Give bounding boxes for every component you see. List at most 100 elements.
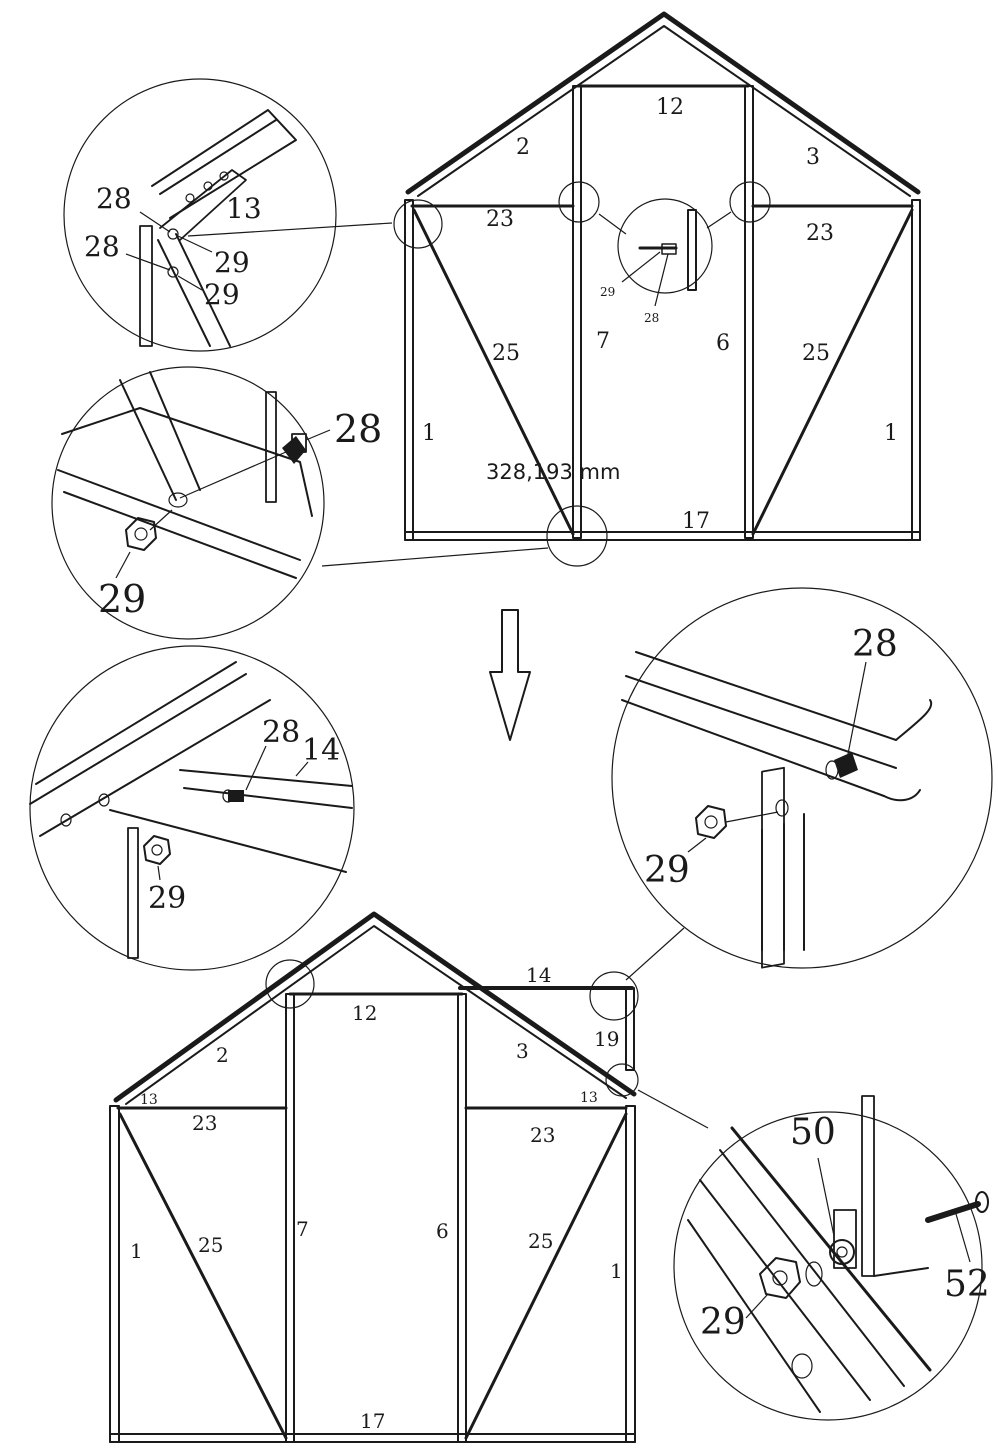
- label-23-left: 23: [486, 207, 514, 232]
- bolt-path: [179, 451, 287, 499]
- rail-edge: [159, 119, 277, 195]
- inset-post: [687, 209, 697, 291]
- nut-29: [695, 805, 727, 839]
- roof-rail-a: [35, 661, 237, 785]
- left-wall-post: [404, 199, 414, 541]
- label-25-left: 25: [492, 341, 520, 366]
- bolt-head: [825, 760, 839, 780]
- post: [265, 391, 277, 503]
- nut-hole: [151, 844, 163, 856]
- brace-25-left: [118, 1112, 288, 1440]
- callout-circle-right-mid: [605, 1063, 639, 1097]
- roof-rail-b: [29, 673, 247, 805]
- post: [139, 225, 153, 347]
- detail-circle: [63, 78, 337, 352]
- label-7: 7: [596, 329, 610, 354]
- leader: [187, 222, 393, 237]
- label-25-right: 25: [802, 341, 830, 366]
- door-post-6: [744, 85, 754, 539]
- label-28-a: 28: [96, 182, 132, 215]
- label-50: 50: [790, 1112, 836, 1153]
- bracket-13: [159, 169, 247, 241]
- hole: [60, 813, 72, 827]
- label-13-left: 13: [140, 1092, 158, 1108]
- label-29: 29: [148, 881, 186, 916]
- nut-hole: [134, 527, 148, 541]
- leader: [305, 429, 331, 441]
- side-rail-14b: [183, 787, 353, 809]
- side-rail-14: [179, 769, 353, 787]
- callout-circle-23-left: [558, 181, 600, 223]
- label-1-right: 1: [610, 1259, 623, 1283]
- rail-c: [621, 699, 885, 797]
- bolt-hole: [168, 492, 188, 508]
- label-19: 19: [594, 1027, 619, 1051]
- label-25-right: 25: [528, 1229, 553, 1253]
- roof-rail-b: [719, 1149, 905, 1387]
- leader: [955, 1213, 971, 1263]
- leader: [654, 253, 669, 307]
- label-13: 13: [226, 192, 262, 225]
- hole: [791, 1353, 813, 1379]
- label-1-left: 1: [130, 1239, 143, 1263]
- leader: [321, 547, 549, 567]
- label-28-b: 28: [84, 230, 120, 263]
- label-52: 52: [944, 1264, 990, 1305]
- roof-inner: [417, 25, 911, 197]
- brace: [149, 371, 201, 491]
- detail-circle: [29, 645, 355, 971]
- callout-circle-left: [265, 959, 315, 1009]
- bolt-28: [228, 790, 244, 802]
- post: [127, 827, 139, 959]
- label-17: 17: [360, 1409, 385, 1433]
- label-13-right: 13: [580, 1090, 598, 1106]
- down-arrow: [489, 609, 531, 741]
- left-wall-post: [109, 1105, 120, 1443]
- roof-rail-c: [39, 699, 271, 837]
- brace-25-left: [412, 208, 575, 536]
- hole: [219, 171, 229, 181]
- nut-hole: [704, 815, 718, 829]
- label-2: 2: [516, 135, 530, 160]
- door-post-7: [572, 85, 582, 539]
- label-29: 29: [700, 1302, 746, 1343]
- top-greenhouse-frame: 12 2 3 23 23 25 25 7 6 1 1 17 29 28 328,…: [187, 11, 921, 567]
- brace-25-right: [751, 208, 914, 536]
- leader: [177, 235, 213, 253]
- bolt-path: [725, 811, 779, 823]
- washer-50: [829, 1239, 855, 1265]
- label-3: 3: [806, 145, 820, 170]
- bolt-hole: [167, 266, 179, 278]
- roof-outer: [113, 911, 637, 1103]
- label-12: 12: [656, 95, 684, 120]
- bolt-52: [925, 1201, 981, 1223]
- leader: [139, 211, 171, 233]
- callout-circle-top-left: [393, 199, 443, 249]
- leader: [745, 1293, 769, 1319]
- label-29-a: 29: [214, 246, 250, 279]
- bolt-head: [222, 789, 234, 803]
- nut-hole: [772, 1270, 788, 1286]
- leader: [687, 837, 707, 853]
- leader: [598, 213, 627, 235]
- label-2: 2: [216, 1043, 229, 1067]
- hole: [203, 181, 213, 191]
- inset-label-28: 28: [644, 311, 659, 325]
- bolt-52-head: [975, 1191, 989, 1213]
- leader: [625, 927, 685, 981]
- label-3: 3: [516, 1039, 529, 1063]
- label-7: 7: [296, 1217, 309, 1241]
- bottom-greenhouse-frame: 14 12 19 2 3 13 13 23 23 1 25 7 6 25 1 1…: [109, 911, 709, 1443]
- nut-29: [143, 835, 171, 865]
- callout-circle-bottom: [546, 505, 608, 567]
- brace: [119, 379, 177, 501]
- leader: [295, 761, 309, 777]
- leader: [125, 253, 171, 271]
- rail-b: [625, 675, 897, 769]
- lower-rail: [109, 809, 347, 873]
- label-28: 28: [852, 624, 898, 665]
- label-6: 6: [436, 1219, 449, 1243]
- leader: [177, 275, 203, 291]
